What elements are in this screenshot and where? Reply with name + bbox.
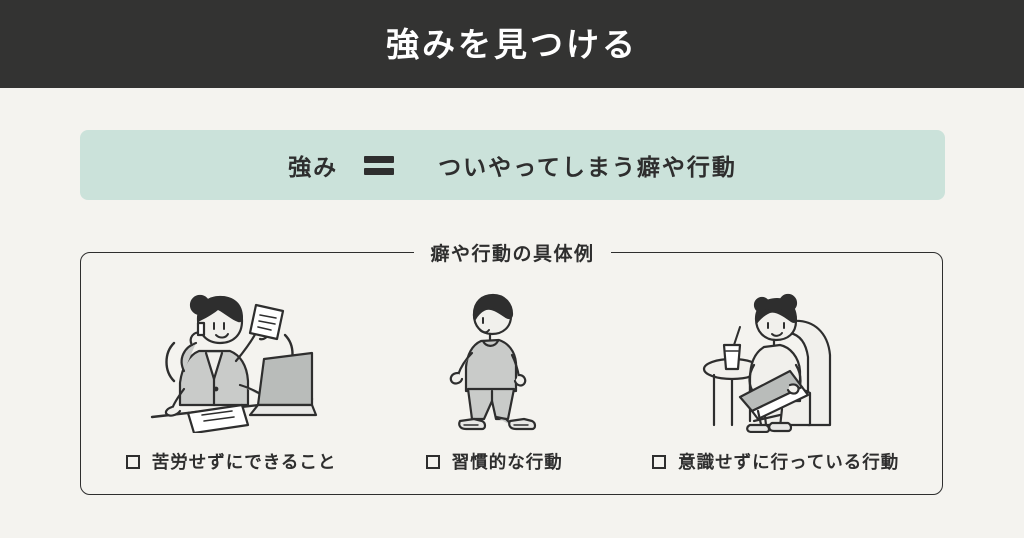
checkbox-icon <box>652 454 667 469</box>
list-item: 意識せずに行っている行動 <box>652 293 899 474</box>
list-item: 習慣的な行動 <box>425 293 563 474</box>
example-caption: 苦労せずにできること <box>125 449 337 474</box>
woman-multitasking-phone-documents-laptop-icon <box>144 293 319 433</box>
example-caption: 意識せずに行っている行動 <box>652 449 899 474</box>
definition-term: 強み <box>288 155 339 181</box>
header-bar: 強みを見つける <box>0 0 1024 88</box>
examples-box: 癖や行動の具体例 <box>80 243 944 496</box>
list-item: 苦労せずにできること <box>125 293 337 474</box>
definition-equation: 強み ついやってしまう癖や行動 <box>288 148 737 182</box>
caption-label: 意識せずに行っている行動 <box>678 453 900 473</box>
examples-list: 苦労せずにできること <box>81 253 944 496</box>
example-caption: 習慣的な行動 <box>425 449 563 474</box>
definition-description: ついやってしまう癖や行動 <box>438 155 737 181</box>
man-walking-icon <box>434 293 554 433</box>
definition-banner: 強み ついやってしまう癖や行動 <box>80 130 945 200</box>
caption-label: 苦労せずにできること <box>151 453 337 473</box>
checkbox-icon <box>425 454 440 469</box>
equals-icon <box>364 155 395 175</box>
checkbox-icon <box>125 454 140 469</box>
caption-label: 習慣的な行動 <box>451 453 563 473</box>
page-title: 強みを見つける <box>386 24 638 64</box>
woman-sitting-armchair-laptop-icon <box>696 293 856 433</box>
